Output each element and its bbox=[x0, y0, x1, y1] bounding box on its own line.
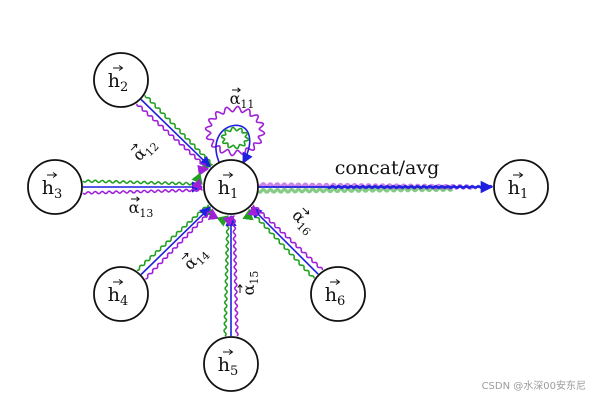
vector-arrowhead-icon bbox=[335, 279, 341, 285]
vector-arrowhead-icon bbox=[136, 196, 140, 202]
edge-head-green bbox=[242, 208, 315, 279]
self-loop-green bbox=[220, 126, 250, 150]
vector-arrow-icon bbox=[130, 144, 138, 151]
edge-label-h4: α14 bbox=[180, 243, 213, 276]
edge-h3-h1 bbox=[82, 172, 204, 195]
svg-text:α12: α12 bbox=[129, 134, 162, 167]
edge-h2-h1 bbox=[136, 95, 214, 176]
output-label: concat/avg bbox=[335, 157, 440, 179]
node-h5: h5 bbox=[203, 336, 259, 392]
node-circle bbox=[493, 159, 549, 215]
node-circle bbox=[310, 266, 366, 322]
edge-label-h2: α12 bbox=[129, 134, 162, 167]
vector-arrowhead-icon bbox=[52, 172, 58, 178]
node-h1p: h1′ bbox=[493, 159, 549, 215]
svg-text:α16: α16 bbox=[286, 206, 319, 239]
edge-head-purple bbox=[222, 215, 239, 337]
edge-label-h5: α15 bbox=[237, 271, 261, 296]
edge-label-h6: α16 bbox=[286, 206, 319, 239]
edge-label-h1: α11 bbox=[230, 87, 255, 111]
node-h3: h3 bbox=[27, 159, 83, 215]
node-h6: h6 bbox=[310, 266, 366, 322]
svg-text:α15: α15 bbox=[239, 271, 261, 296]
vector-arrowhead-icon bbox=[228, 349, 234, 355]
edge-h4-h1 bbox=[136, 203, 219, 280]
node-h2: h2 bbox=[93, 52, 149, 108]
node-circle bbox=[27, 159, 83, 215]
node-label-h1p: h1′ bbox=[508, 173, 529, 202]
vector-arrow-icon bbox=[302, 207, 309, 215]
edge-h5-h1 bbox=[216, 214, 239, 337]
edge-h6-h1 bbox=[242, 204, 324, 279]
node-circle bbox=[93, 52, 149, 108]
edge-head-green bbox=[216, 215, 230, 337]
edge-head-green bbox=[136, 203, 215, 272]
vector-arrowhead-icon bbox=[228, 172, 234, 178]
node-h1: h1 bbox=[203, 159, 259, 215]
watermark-text: CSDN @水深00安东尼 bbox=[481, 381, 586, 392]
edge-h1-h1 bbox=[204, 105, 266, 164]
node-circle bbox=[203, 336, 259, 392]
svg-text:α11: α11 bbox=[230, 89, 255, 111]
svg-text:α14: α14 bbox=[180, 243, 213, 276]
edge-head-purple bbox=[136, 103, 210, 176]
edge-head-purple bbox=[82, 178, 203, 195]
vector-arrowhead-icon bbox=[305, 210, 310, 215]
vector-arrowhead-icon bbox=[184, 252, 189, 257]
vector-arrowhead-icon bbox=[237, 87, 241, 93]
output-edge bbox=[256, 180, 494, 194]
edge-head-purple bbox=[247, 204, 324, 271]
vector-arrowhead-icon bbox=[118, 65, 124, 71]
edge-head-green bbox=[82, 172, 203, 186]
edge-head-purple bbox=[145, 208, 219, 280]
self-loop-blue bbox=[215, 124, 253, 164]
svg-text:α13: α13 bbox=[129, 198, 154, 220]
node-h4: h4 bbox=[93, 266, 149, 322]
edge-head-green bbox=[144, 95, 214, 172]
vector-arrowhead-icon bbox=[133, 143, 138, 148]
node-circle bbox=[203, 159, 259, 215]
vector-arrowhead-icon bbox=[518, 172, 524, 178]
vector-arrowhead-icon bbox=[118, 279, 124, 285]
edge-head-blue bbox=[250, 206, 319, 275]
self-loop-purple bbox=[204, 105, 266, 157]
edge-head-blue bbox=[140, 206, 212, 276]
edge-label-h3: α13 bbox=[129, 196, 154, 220]
edges-layer bbox=[82, 95, 494, 337]
vector-arrow-icon bbox=[181, 253, 189, 260]
node-circle bbox=[93, 266, 149, 322]
vector-arrowhead-icon bbox=[237, 284, 243, 288]
edge-head-blue bbox=[140, 98, 212, 168]
